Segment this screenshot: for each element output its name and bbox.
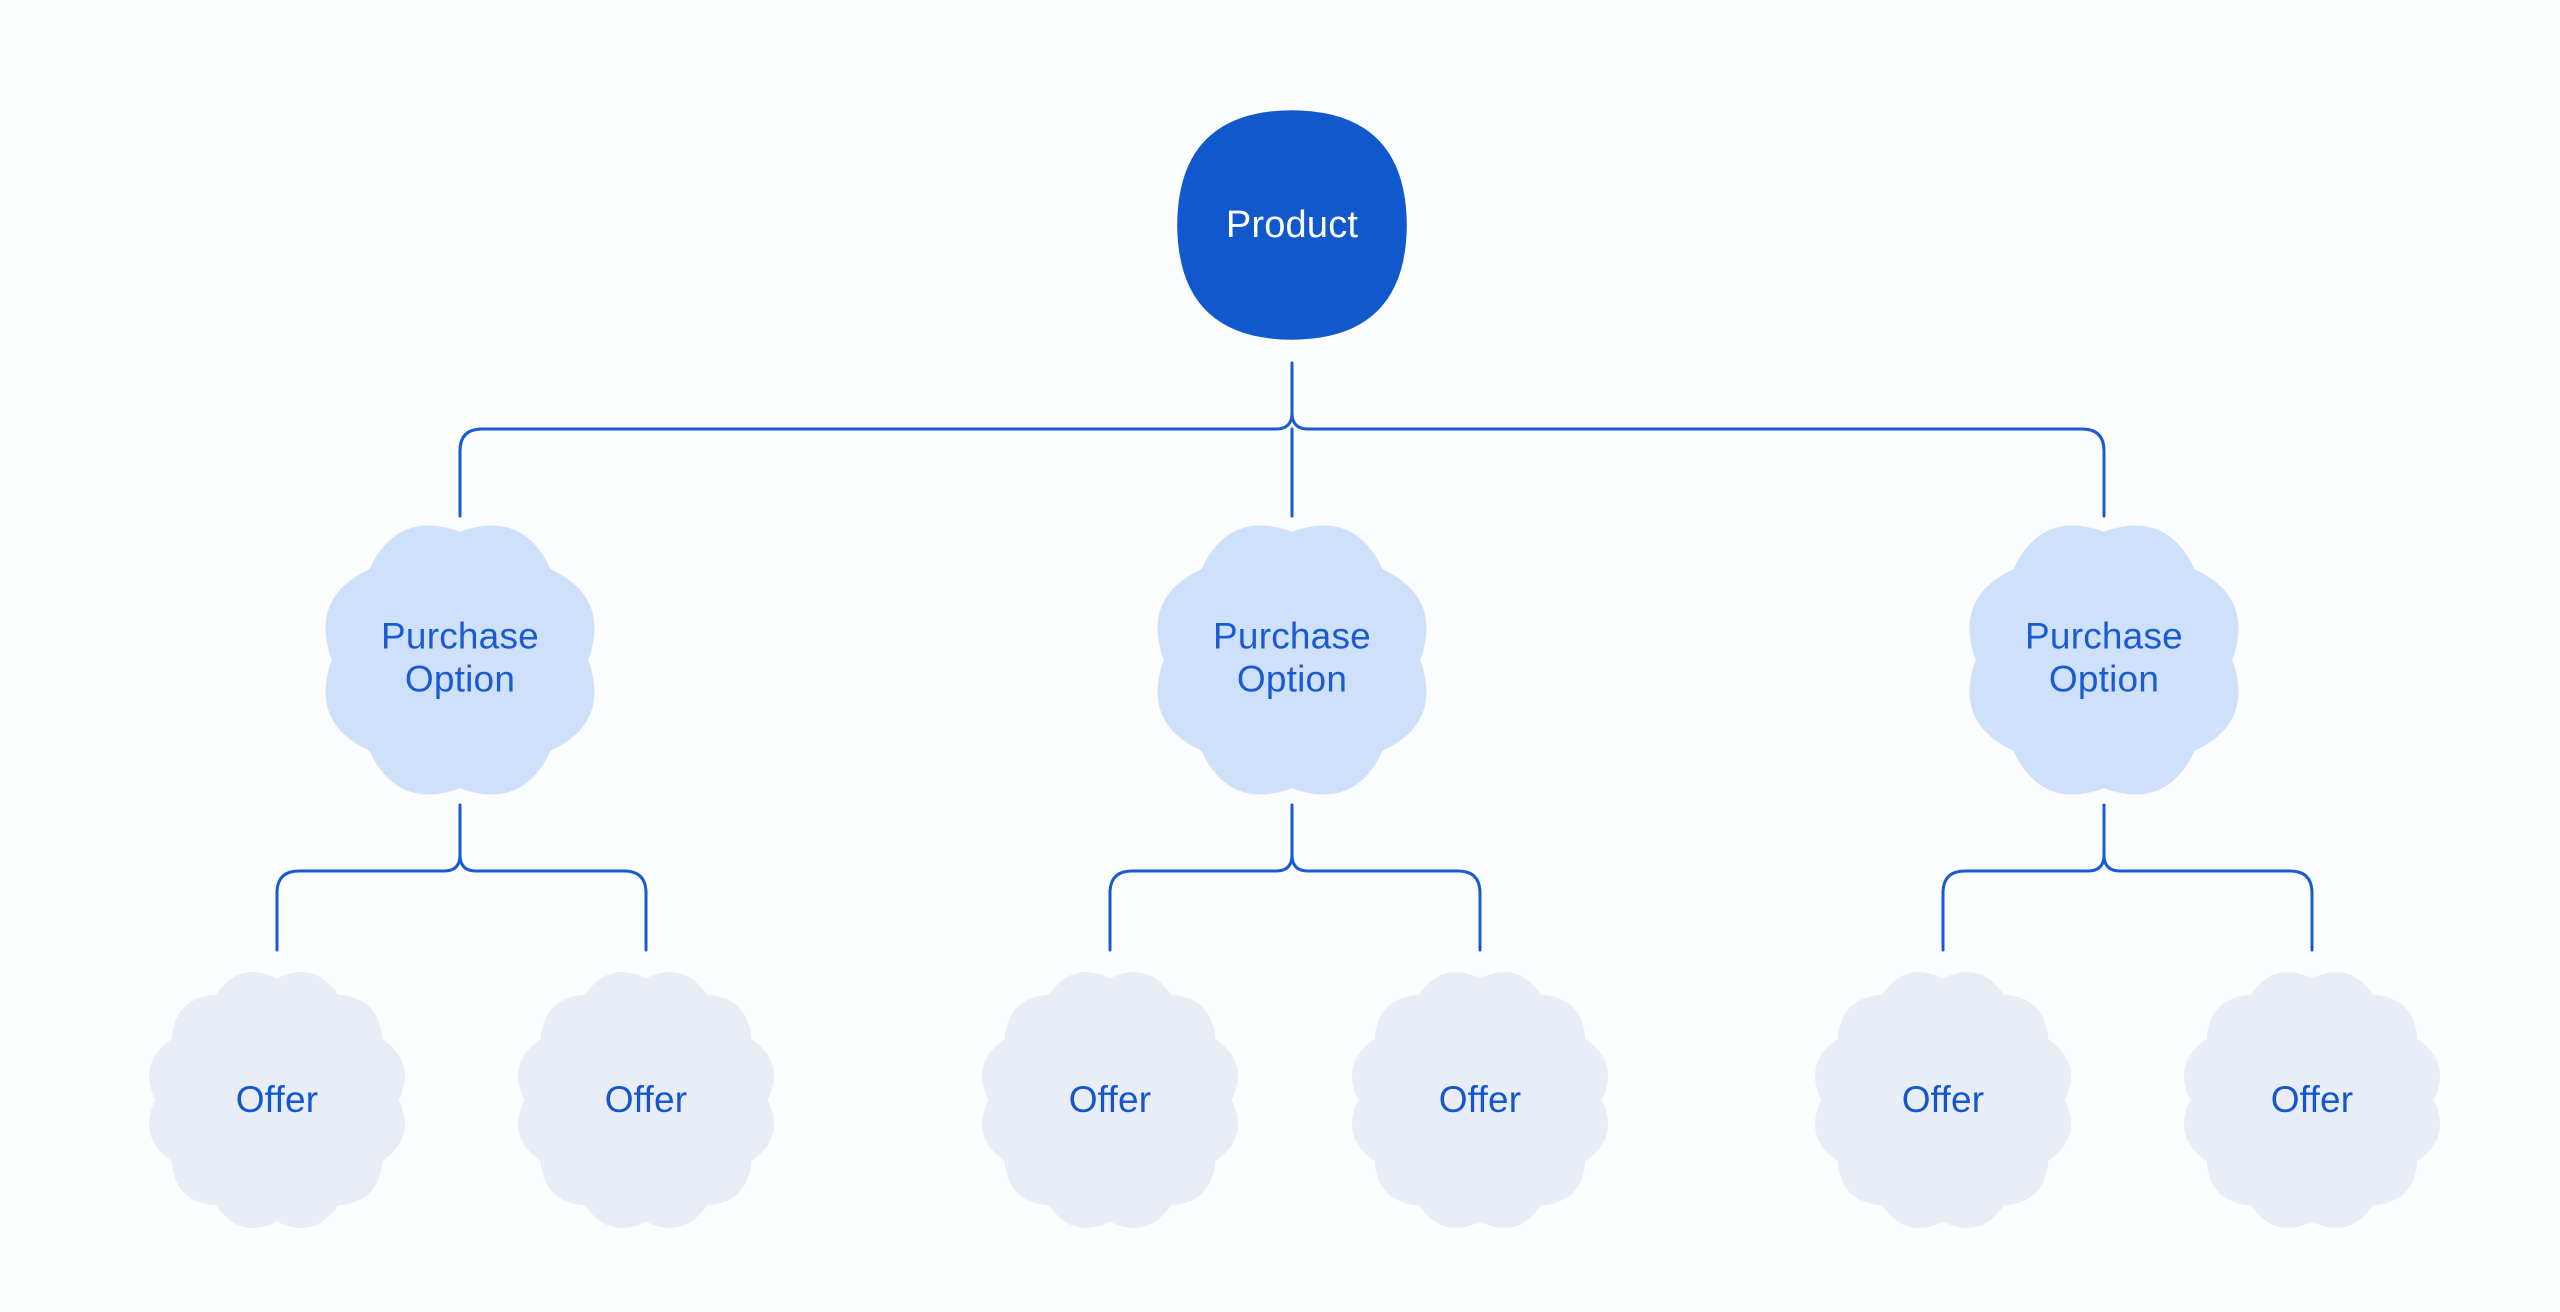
node-shape-product xyxy=(1177,110,1407,340)
node-label-offer-5: Offer xyxy=(1902,1079,1985,1120)
node-shape-purchase-option xyxy=(325,525,595,795)
node-offer-5[interactable]: Offer xyxy=(1814,971,2072,1229)
node-shape-offer xyxy=(148,971,406,1229)
node-shape-offer xyxy=(1814,971,2072,1229)
node-shape-offer xyxy=(981,971,1239,1229)
node-label-offer-2: Offer xyxy=(605,1079,688,1120)
node-shape-offer xyxy=(2183,971,2441,1229)
node-label-offer-1: Offer xyxy=(236,1079,319,1120)
node-product[interactable]: Product xyxy=(1177,110,1407,340)
node-shape-offer xyxy=(1351,971,1609,1229)
node-label-offer-4: Offer xyxy=(1439,1079,1522,1120)
node-offer-6[interactable]: Offer xyxy=(2183,971,2441,1229)
node-label-offer-3: Offer xyxy=(1069,1079,1152,1120)
connector-purchase-option-3-to-offers xyxy=(1941,803,2314,952)
connector-root-to-purchase-options xyxy=(458,361,2106,518)
node-offer-1[interactable]: Offer xyxy=(148,971,406,1229)
connector-purchase-option-1-to-offers xyxy=(275,803,648,952)
node-offer-4[interactable]: Offer xyxy=(1351,971,1609,1229)
node-offer-2[interactable]: Offer xyxy=(517,971,775,1229)
node-shape-purchase-option xyxy=(1157,525,1427,795)
connector-purchase-option-2-to-offers xyxy=(1108,803,1482,952)
node-label-offer-6: Offer xyxy=(2271,1079,2354,1120)
node-label-product: Product xyxy=(1226,204,1359,246)
node-shape-purchase-option xyxy=(1969,525,2239,795)
node-shape-offer xyxy=(517,971,775,1229)
connector-layer xyxy=(275,361,2314,952)
node-offer-3[interactable]: Offer xyxy=(981,971,1239,1229)
